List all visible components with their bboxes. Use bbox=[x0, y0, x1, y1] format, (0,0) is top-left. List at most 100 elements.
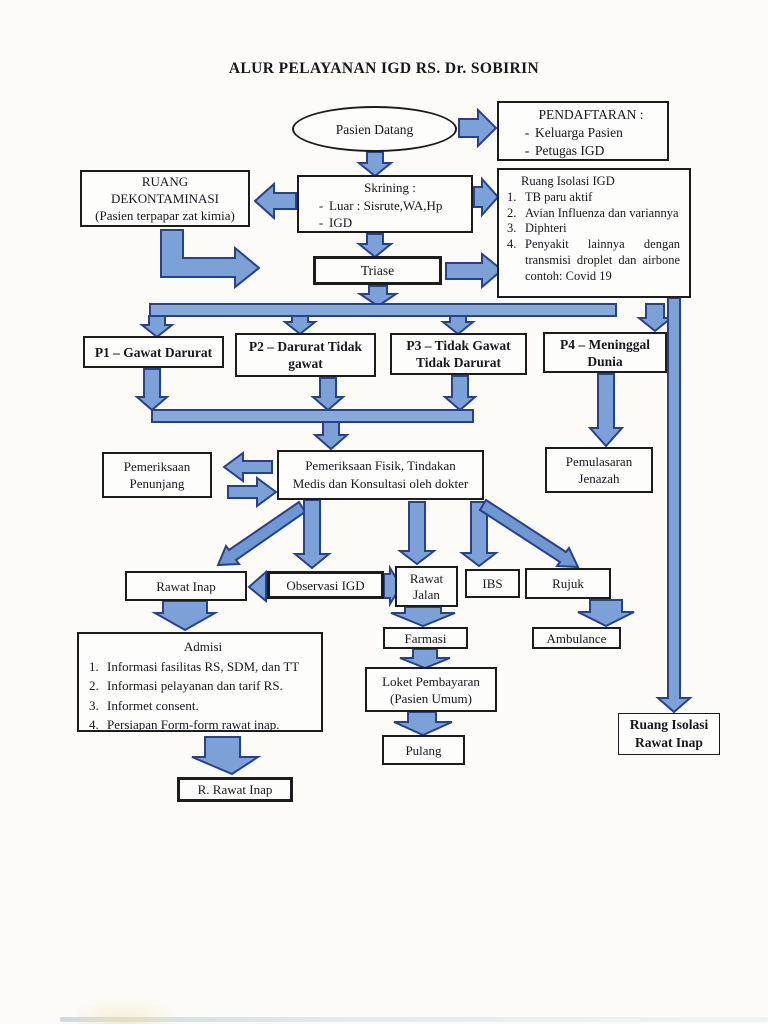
arrow-collector-to-fisik bbox=[312, 421, 350, 451]
node-label: Triase bbox=[360, 263, 395, 278]
bar-collector-p123 bbox=[151, 409, 474, 423]
arrow-fisik-to-rujuk bbox=[478, 498, 580, 569]
arrow-fisik-to-penunjang bbox=[222, 451, 273, 483]
node-label: Ambulance bbox=[546, 630, 607, 646]
node-label: P2 – Darurat Tidak bbox=[248, 339, 363, 354]
node-rujuk: Rujuk bbox=[525, 568, 611, 599]
node-label: P1 – Gawat Darurat bbox=[94, 344, 213, 360]
list-item: 3. Diphteri bbox=[507, 221, 684, 237]
arrow-p2-to-collector bbox=[310, 377, 346, 412]
arrow-loket-to-pulang bbox=[393, 711, 453, 737]
arrow-triase-to-bar bbox=[356, 285, 400, 308]
node-pemeriksaan-penunjang: Pemeriksaan Penunjang bbox=[102, 452, 212, 498]
list-item: 1. Informasi fasilitas RS, SDM, dan TT bbox=[89, 657, 317, 677]
arrow-p4-to-pemulasaran bbox=[587, 373, 625, 448]
arrow-observasi-to-rawat-inap bbox=[247, 569, 267, 604]
node-ruang-isolasi-igd: Ruang Isolasi IGD 1. TB paru aktif 2. Av… bbox=[497, 168, 691, 298]
node-p4-meninggal-dunia: P4 – Meninggal Dunia bbox=[543, 332, 667, 373]
node-label: (Pasien terpapar zat kimia) bbox=[95, 208, 235, 223]
bullet: - bbox=[524, 125, 530, 140]
arrow-p3-to-collector bbox=[442, 375, 478, 412]
node-ruang-isolasi-rawat-inap: Ruang Isolasi Rawat Inap bbox=[618, 713, 720, 755]
node-observasi-igd: Observasi IGD bbox=[267, 571, 384, 599]
node-label: P3 – Tidak Gawat bbox=[406, 338, 511, 353]
item-number: 3. bbox=[89, 697, 99, 713]
arrow-rujuk-to-ambulance bbox=[577, 599, 635, 628]
arrow-skrining-to-dekontaminasi bbox=[253, 181, 297, 221]
node-p2-darurat-tidak-gawat: P2 – Darurat Tidak gawat bbox=[235, 333, 376, 377]
item-number: 2. bbox=[507, 205, 517, 220]
node-title: PENDAFTARAN : bbox=[538, 107, 644, 122]
node-admisi: Admisi 1. Informasi fasilitas RS, SDM, d… bbox=[77, 632, 323, 732]
arrow-triase-right bbox=[445, 251, 504, 290]
node-title: Ruang Isolasi IGD bbox=[521, 174, 615, 188]
list-item: 2. Informasi pelayanan dan tarif RS. bbox=[89, 676, 317, 696]
arrow-pasien-to-skrining bbox=[356, 151, 394, 178]
node-title: Admisi bbox=[183, 639, 223, 654]
item-number: 3. bbox=[507, 221, 517, 236]
item-text: Avian Influenza dan variannya bbox=[525, 205, 679, 220]
item-text: Keluarga Pasien bbox=[535, 125, 623, 140]
item-number: 1. bbox=[89, 658, 99, 674]
item-text: IGD bbox=[329, 215, 353, 230]
list-item: 1. TB paru aktif bbox=[507, 190, 684, 206]
node-label: DEKONTAMINASI bbox=[110, 191, 219, 206]
list-item: 2. Avian Influenza dan variannya bbox=[507, 206, 684, 222]
arrow-admisi-to-r-rawat-inap bbox=[191, 736, 262, 776]
arrow-farmasi-to-loket bbox=[399, 648, 451, 670]
arrow-skrining-to-isolasi bbox=[473, 176, 500, 218]
node-farmasi: Farmasi bbox=[383, 627, 468, 649]
item-text: Informet consent. bbox=[107, 697, 199, 713]
arrow-bar-to-p3 bbox=[440, 315, 476, 336]
node-p1-gawat-darurat: P1 – Gawat Darurat bbox=[83, 336, 224, 368]
arrow-bar-to-p1 bbox=[139, 315, 175, 339]
scan-smudge-artifact bbox=[78, 998, 188, 1024]
bullet: - bbox=[318, 215, 324, 230]
node-pemeriksaan-fisik: Pemeriksaan Fisik, Tindakan Medis dan Ko… bbox=[277, 450, 484, 500]
node-label: gawat bbox=[288, 356, 323, 371]
node-label: Pemulasaran bbox=[565, 454, 633, 469]
node-pulang: Pulang bbox=[382, 735, 465, 765]
node-label: Penunjang bbox=[129, 476, 185, 491]
node-triase: Triase bbox=[313, 256, 442, 285]
node-pemulasaran-jenazah: Pemulasaran Jenazah bbox=[545, 447, 653, 493]
arrow-fisik-to-rawat-inap bbox=[216, 500, 307, 567]
arrow-skrining-to-triase bbox=[356, 233, 394, 259]
node-label: Jenazah bbox=[578, 471, 620, 486]
item-number: 1. bbox=[507, 189, 517, 204]
item-text: Informasi fasilitas RS, SDM, dan TT bbox=[107, 658, 300, 674]
node-label: P4 – Meninggal bbox=[560, 336, 650, 352]
node-loket-pembayaran: Loket Pembayaran (Pasien Umum) bbox=[365, 667, 497, 712]
arrow-p1-to-collector bbox=[134, 368, 170, 412]
bullet: - bbox=[524, 143, 530, 158]
node-rawat-inap: Rawat Inap bbox=[125, 571, 247, 601]
node-label: IBS bbox=[482, 576, 503, 591]
node-label: Observasi IGD bbox=[286, 577, 365, 593]
item-text: TB paru aktif bbox=[525, 189, 593, 204]
node-rawat-jalan: Rawat Jalan bbox=[395, 566, 458, 607]
list-item: 4. Persiapan Form-form rawat inap. bbox=[89, 715, 317, 735]
arrow-fisik-to-rawat-jalan bbox=[397, 501, 437, 566]
arrow-bar-to-p2 bbox=[282, 315, 318, 336]
node-label: Rawat Inap bbox=[156, 578, 216, 594]
node-skrining: Skrining : - Luar : Sisrute,WA,Hp - IGD bbox=[297, 175, 473, 233]
node-label: Rujuk bbox=[552, 576, 584, 591]
line-isolasi-to-isolasi-rawat-inap bbox=[655, 297, 693, 714]
page-title: ALUR PELAYANAN IGD RS. Dr. SOBIRIN bbox=[228, 60, 540, 77]
node-label: Rawat bbox=[409, 570, 444, 586]
node-label: Tidak Darurat bbox=[416, 355, 501, 370]
node-label: Jalan bbox=[413, 586, 440, 602]
arrow-bar-to-p4 bbox=[636, 303, 674, 333]
node-label: Medis dan Konsultasi oleh dokter bbox=[292, 476, 469, 491]
item-number: 4. bbox=[507, 237, 517, 252]
node-label: Pasien Datang bbox=[335, 121, 414, 137]
node-label: Pemeriksaan Fisik, Tindakan bbox=[305, 457, 456, 473]
list-item: 3. Informet consent. bbox=[89, 696, 317, 716]
arrow-fisik-to-observasi bbox=[292, 499, 332, 570]
item-text: Informasi pelayanan dan tarif RS. bbox=[107, 678, 283, 693]
arrow-rawat-jalan-to-farmasi bbox=[390, 606, 456, 628]
node-label: Pemeriksaan bbox=[123, 459, 191, 474]
node-label: Ruang Isolasi bbox=[629, 717, 709, 732]
